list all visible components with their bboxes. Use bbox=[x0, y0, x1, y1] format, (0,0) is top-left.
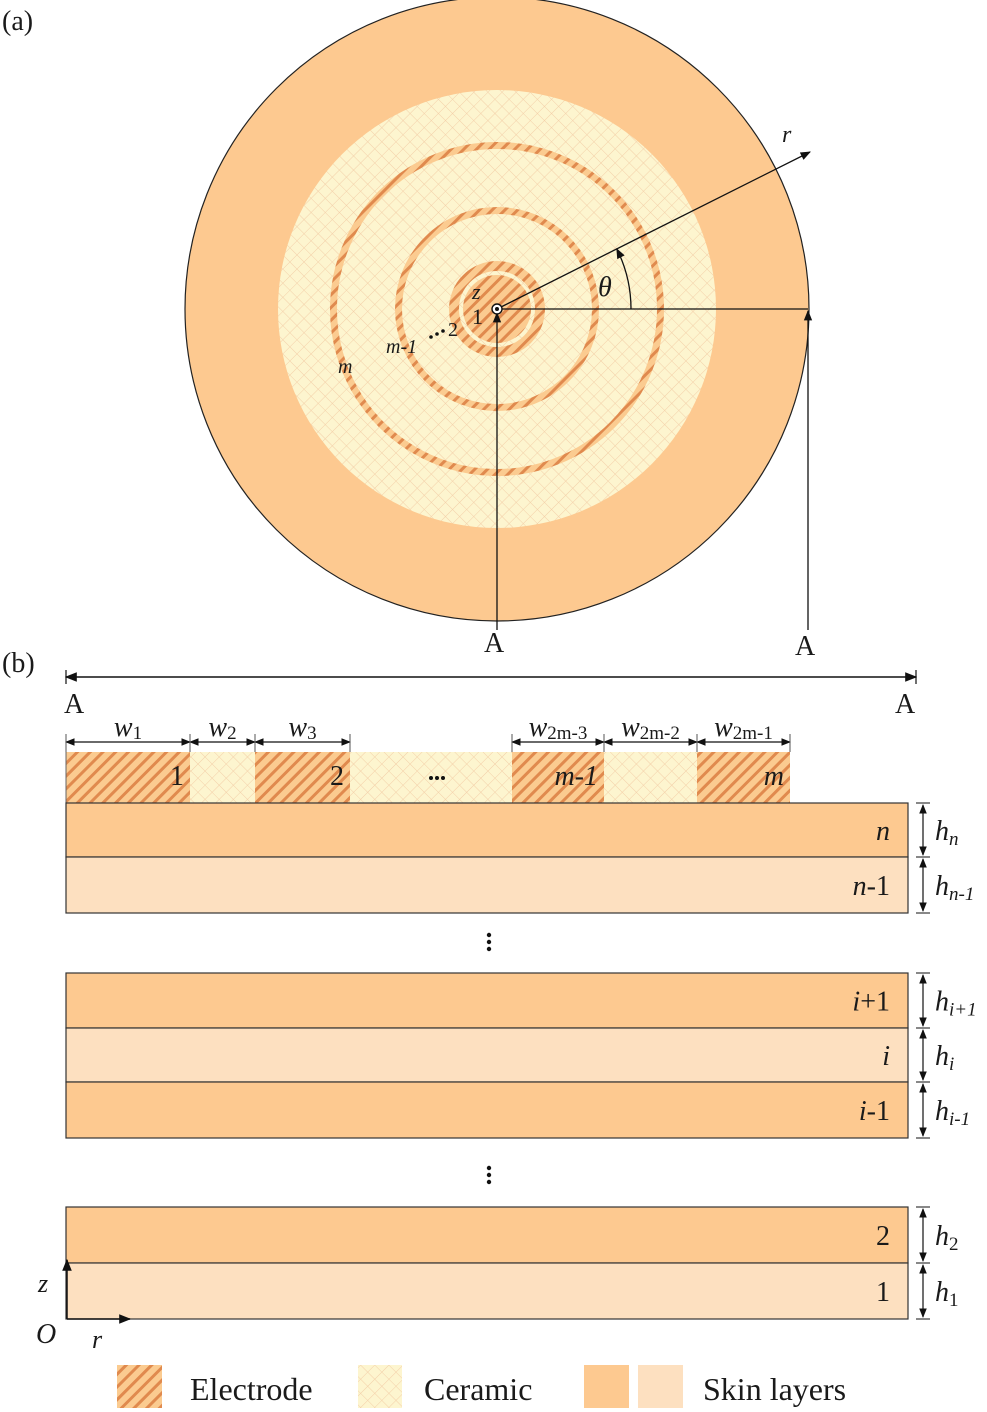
legend-swatch-ceramic bbox=[358, 1365, 402, 1408]
theta-label: θ bbox=[598, 272, 612, 303]
electrode-ceramic-row: 1 w1 w2 2 w3 m-1 w2m-3 w2m-2 m w2m-1 bbox=[65, 712, 791, 803]
ellipsis-dots-icon bbox=[429, 329, 445, 339]
skin-layer-i bbox=[65, 1027, 909, 1083]
electrode-segment bbox=[66, 752, 190, 803]
ellipsis-dot bbox=[429, 335, 433, 339]
ellipsis-dot bbox=[435, 776, 439, 780]
origin-label: O bbox=[36, 1319, 56, 1350]
z-axis-label: z bbox=[37, 1269, 48, 1298]
r-axis-label: r bbox=[92, 1325, 103, 1354]
legend-swatch-skin-light bbox=[638, 1365, 683, 1408]
vertical-ellipsis-dot bbox=[486, 939, 492, 945]
skin-layer-i-1 bbox=[65, 1081, 909, 1139]
z-axis-out-dot-icon bbox=[495, 307, 499, 311]
ellipsis-dot bbox=[429, 776, 433, 780]
electrode-label-2: 2 bbox=[448, 319, 458, 341]
legend: Electrode Ceramic Skin layers bbox=[117, 1365, 846, 1408]
height-label: h2 bbox=[935, 1221, 959, 1255]
layer-index-label: n bbox=[876, 816, 890, 847]
electrode-segment bbox=[255, 752, 350, 803]
legend-swatch-skin-dark bbox=[584, 1365, 629, 1408]
skin-layer-n-1 bbox=[65, 856, 909, 914]
electrode-number-label: 1 bbox=[170, 761, 184, 792]
legend-label-ceramic: Ceramic bbox=[424, 1371, 532, 1407]
panel-a-top-view: (a) z 1 2 m-1 m r θ A A bbox=[2, 0, 816, 662]
vertical-ellipsis-dot bbox=[486, 1172, 492, 1178]
layer-index-label: i-1 bbox=[859, 1096, 890, 1127]
electrode-label-1: 1 bbox=[472, 304, 483, 329]
width-label: w2m-2 bbox=[621, 712, 680, 744]
panel-a-label: (a) bbox=[2, 6, 33, 37]
electrode-label-m: m bbox=[338, 356, 352, 378]
ellipsis-dot bbox=[435, 332, 439, 336]
section-label-a-end: A bbox=[895, 689, 916, 720]
skin-layer-i+1 bbox=[65, 972, 909, 1029]
vertical-ellipsis-dot bbox=[486, 932, 492, 938]
theta-arc-arrow bbox=[616, 247, 632, 310]
layer-index-label: 2 bbox=[876, 1221, 890, 1252]
electrode-number-label: m-1 bbox=[554, 761, 598, 792]
height-label: hi bbox=[935, 1041, 954, 1075]
panel-b-label: (b) bbox=[2, 648, 35, 679]
vertical-ellipsis-dot bbox=[486, 1165, 492, 1171]
skin-layers: n hn n-1 hn-1 i+1 hi+1 i hi i-1 hi-1 2 h2 1 h1 bbox=[65, 802, 977, 1320]
height-label: h1 bbox=[935, 1277, 959, 1311]
z-axis-label: z bbox=[471, 279, 481, 304]
skin-layer-2 bbox=[65, 1206, 909, 1264]
electrode-number-label: 2 bbox=[330, 761, 344, 792]
height-label: hi+1 bbox=[935, 987, 977, 1021]
vertical-ellipsis-dot bbox=[486, 1179, 492, 1185]
height-label: hn-1 bbox=[935, 871, 974, 905]
vertical-ellipsis-dot bbox=[486, 946, 492, 952]
width-label: w2 bbox=[208, 712, 236, 744]
layer-index-label: n-1 bbox=[853, 871, 890, 902]
section-label-a-right: A bbox=[795, 631, 816, 662]
r-axis-label: r bbox=[782, 122, 792, 148]
height-label: hi-1 bbox=[935, 1096, 970, 1130]
legend-label-skin-layers: Skin layers bbox=[703, 1371, 846, 1407]
section-label-a-start: A bbox=[64, 689, 85, 720]
coordinate-lines bbox=[491, 151, 813, 630]
layer-index-label: i bbox=[882, 1041, 890, 1072]
ceramic-segment bbox=[604, 752, 697, 803]
ceramic-segment bbox=[190, 752, 255, 803]
skin-layer-n bbox=[65, 802, 909, 858]
layer-index-label: 1 bbox=[876, 1277, 890, 1308]
ellipsis-dot bbox=[441, 329, 445, 333]
electrode-label-m-1: m-1 bbox=[386, 336, 417, 358]
legend-label-electrode: Electrode bbox=[190, 1371, 313, 1407]
electrode-segment bbox=[697, 752, 790, 803]
section-label-a-left: A bbox=[484, 628, 505, 659]
width-label: w3 bbox=[288, 712, 316, 744]
electrode-segment bbox=[512, 752, 604, 803]
width-label: w1 bbox=[114, 712, 142, 744]
r-axis-arrow bbox=[496, 151, 811, 310]
skin-layer-1 bbox=[65, 1262, 909, 1320]
electrode-number-label: m bbox=[764, 761, 784, 792]
width-label: w2m-3 bbox=[529, 712, 588, 744]
layer-index-label: i+1 bbox=[852, 987, 890, 1018]
ellipsis-dot bbox=[441, 776, 445, 780]
width-label: w2m-1 bbox=[714, 712, 773, 744]
legend-swatch-electrode bbox=[117, 1365, 162, 1408]
height-label: hn bbox=[935, 816, 959, 850]
